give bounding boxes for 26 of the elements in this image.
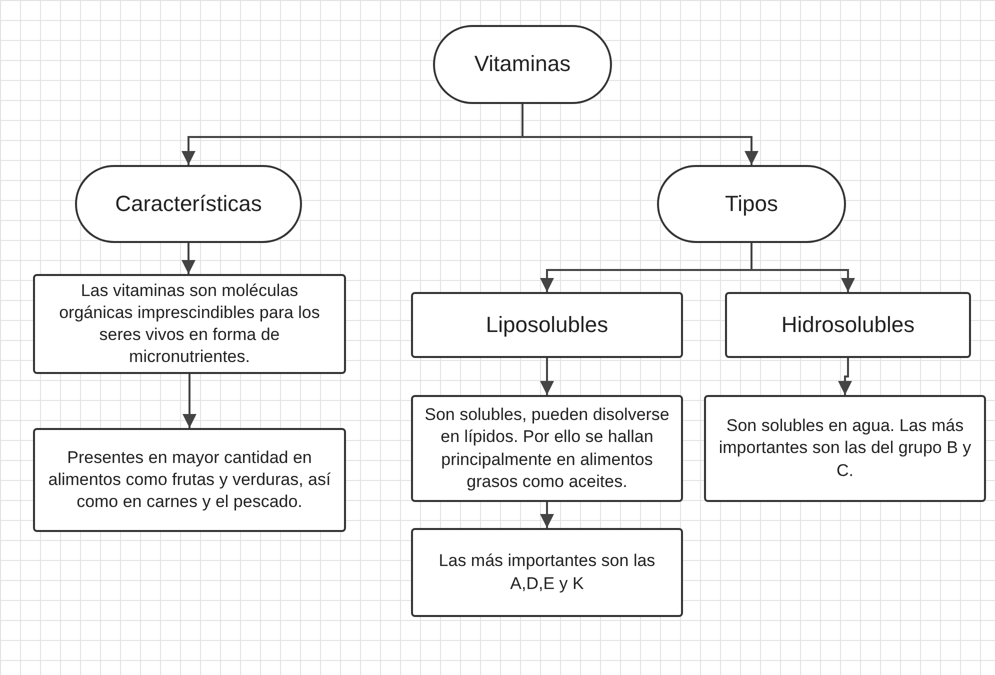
arrow	[750, 243, 855, 292]
text-box	[411, 292, 683, 358]
text-box	[704, 395, 986, 502]
rounded-box	[75, 165, 302, 243]
node-title: Características	[115, 190, 262, 218]
node-text: Las más importantes son las A,D,E y K	[438, 550, 656, 594]
node-text: Presentes en mayor cantidad en alimentos como frutas y verduras, así como en carnes y el pescado.	[47, 446, 332, 514]
arrow	[540, 502, 554, 528]
node-title: Tipos	[725, 190, 778, 218]
rounded-box	[657, 165, 846, 243]
node-text: Son solubles, pueden disolverse en lípidos. Por ello se hallan principalmente en alimentos grasos como aceites.	[424, 404, 670, 493]
text-box	[725, 292, 971, 358]
text-box	[33, 428, 346, 532]
arrow	[540, 358, 554, 395]
node-title: Vitaminas	[474, 50, 571, 78]
arrow	[182, 374, 196, 428]
text-box	[411, 395, 683, 502]
arrow	[182, 243, 196, 274]
node-text: Las vitaminas son moléculas orgánicas imprescindibles para los seres vivos en forma de micronutrientes.	[58, 280, 321, 368]
text-box	[411, 528, 683, 617]
arrow	[838, 358, 852, 395]
node-title: Hidrosolubles	[781, 310, 915, 339]
arrow	[522, 104, 758, 165]
node-text: Son solubles en agua. Las más importantes son las del grupo B y C.	[718, 415, 972, 482]
node-title: Liposolubles	[486, 310, 608, 339]
text-box	[33, 274, 346, 374]
